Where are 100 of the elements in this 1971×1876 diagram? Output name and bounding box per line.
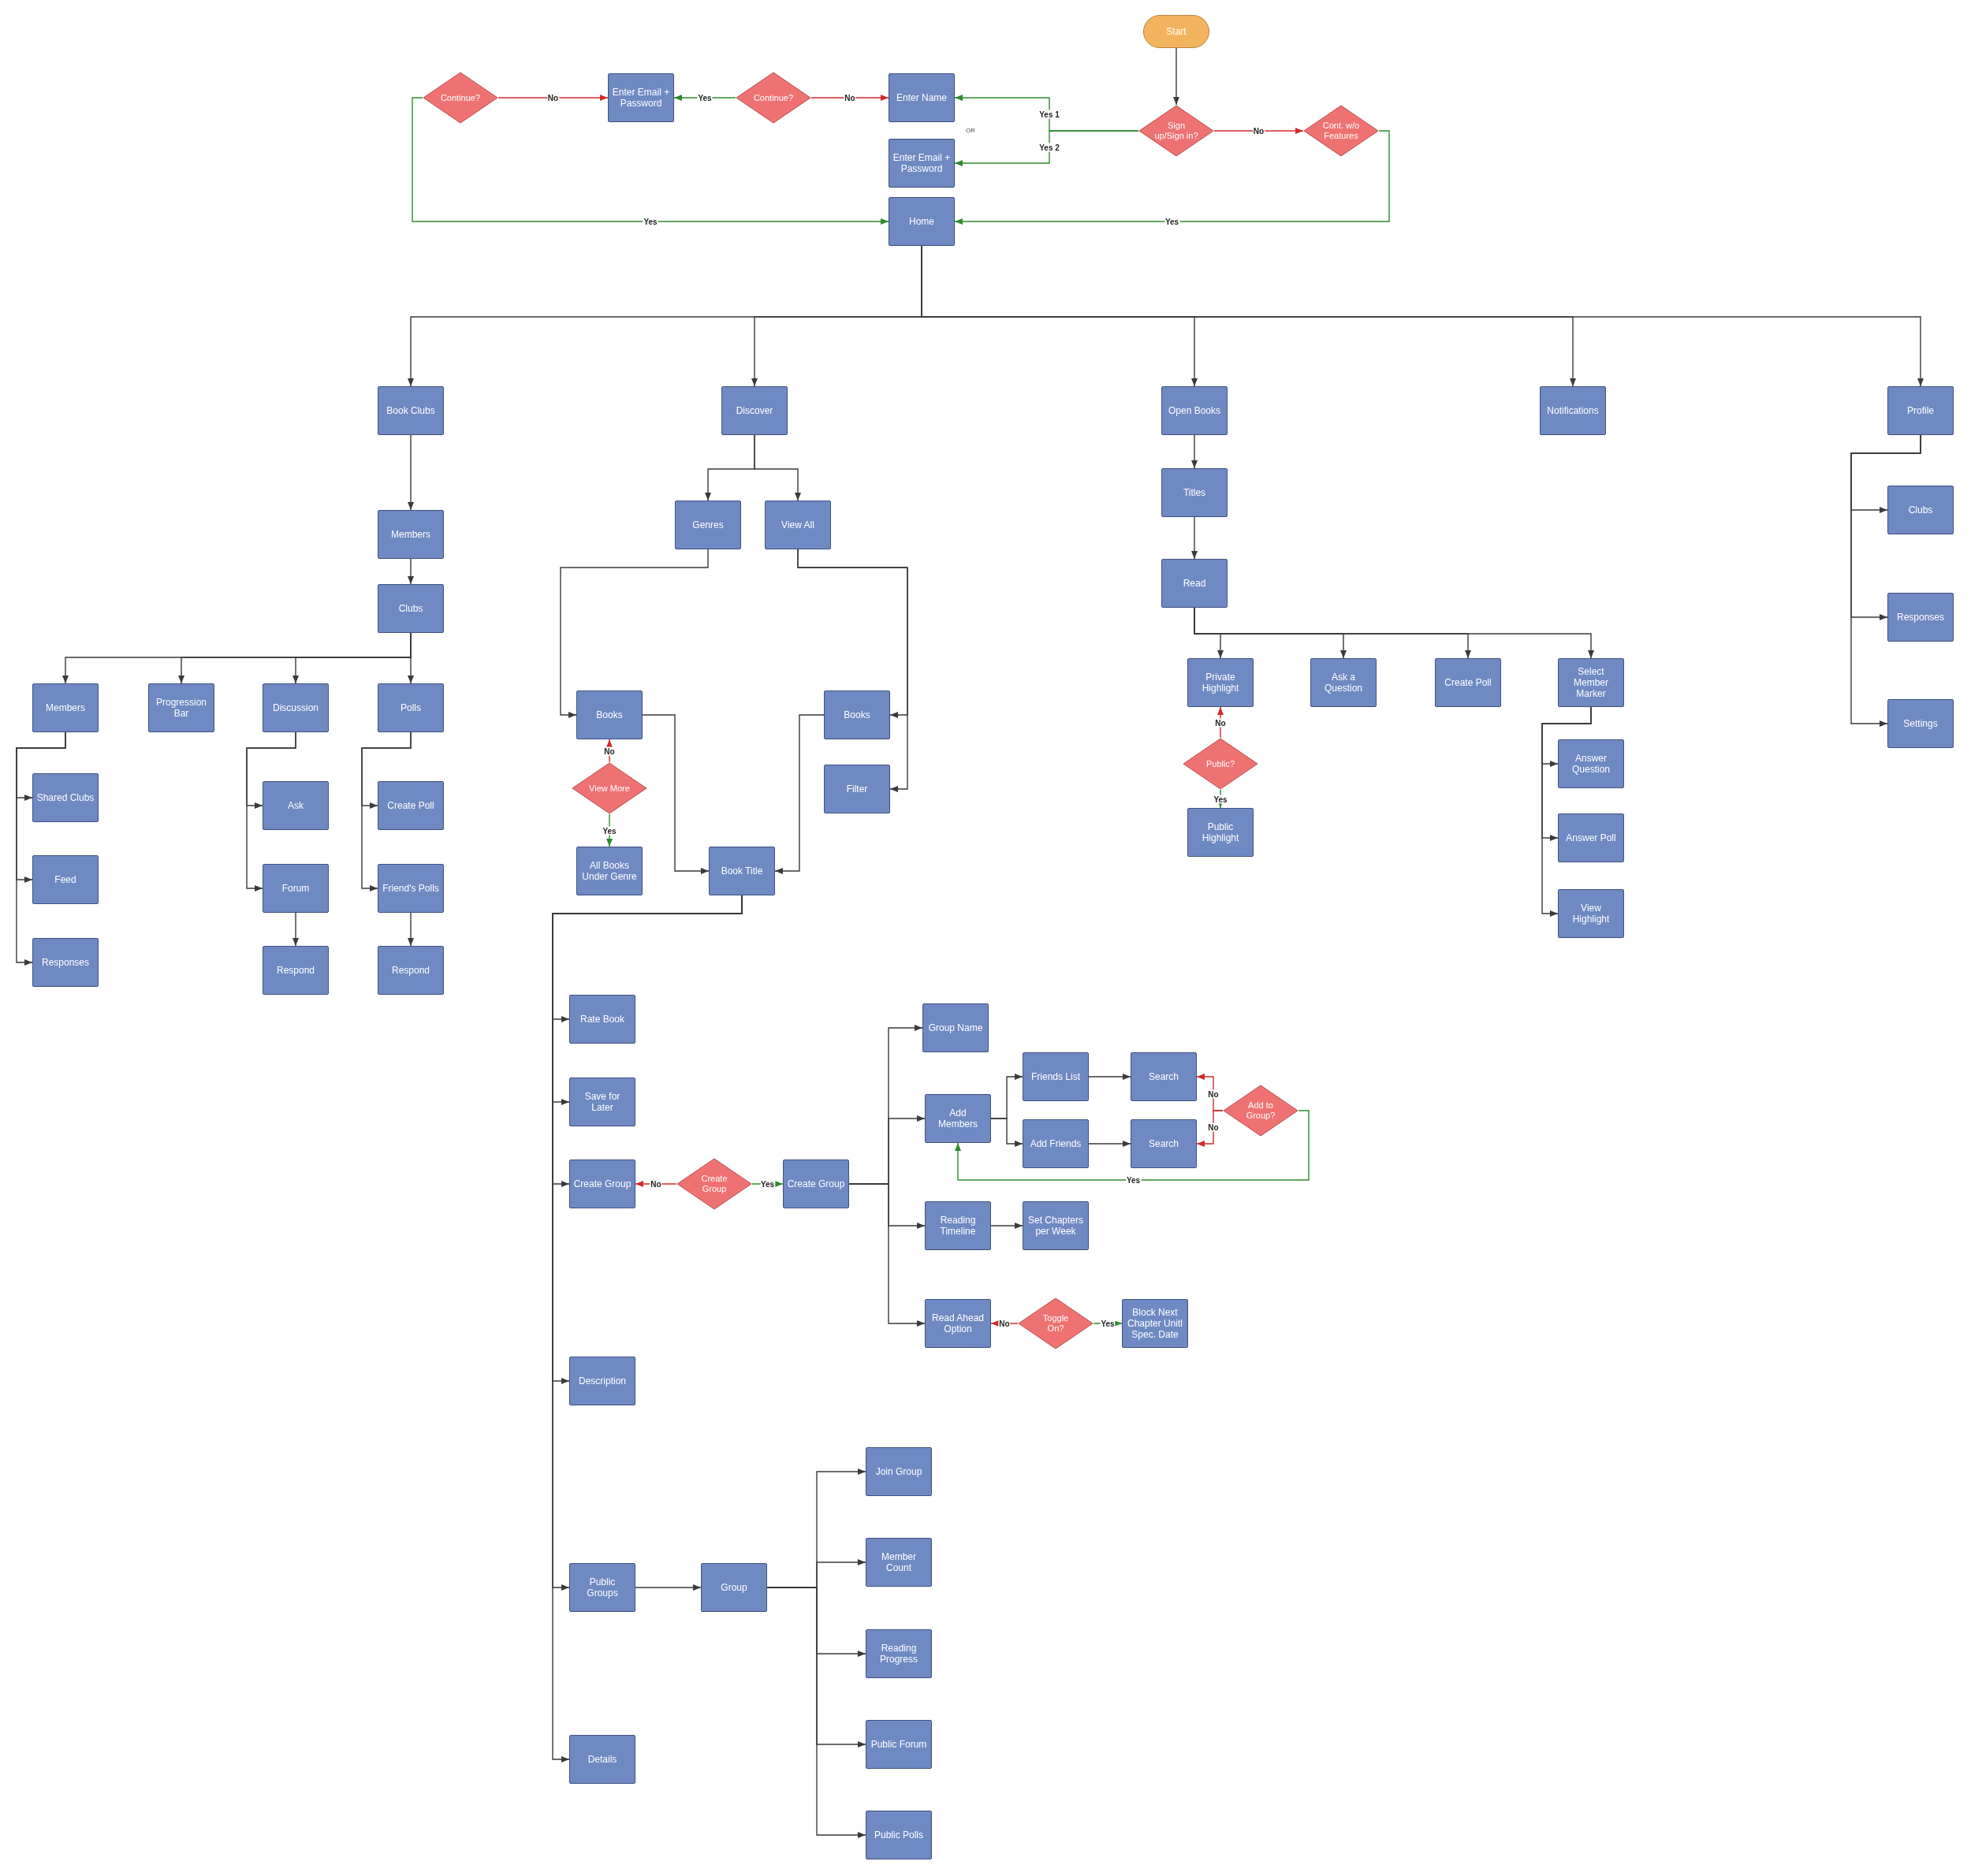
process-box: Clubs: [378, 584, 444, 633]
connector-arrow: [1213, 128, 1304, 134]
edge-label: No: [1207, 1089, 1220, 1098]
process-box: Home: [889, 197, 955, 246]
process-box: Responses: [1887, 593, 1954, 642]
edge-label: Yes: [602, 826, 617, 835]
process-box: Enter Email + Password: [889, 139, 955, 188]
connector-arrow: [1217, 706, 1224, 739]
process-box: Group Name: [922, 1003, 989, 1052]
process-box: Rate Book: [569, 995, 635, 1044]
connector-arrow: [955, 1110, 1310, 1181]
edge-label: No: [998, 1319, 1011, 1328]
connector-arrow: [797, 549, 908, 792]
process-box: Ask a Question: [1310, 658, 1377, 707]
process-box: View All: [765, 501, 831, 549]
process-box: Answer Question: [1558, 739, 1624, 788]
process-box: Add Members: [925, 1094, 991, 1143]
decision-diamond: Add to Group?: [1223, 1085, 1298, 1137]
connector-arrow: [642, 714, 710, 874]
process-box: Public Forum: [866, 1720, 932, 1769]
process-box: Group: [701, 1563, 767, 1612]
process-box: Reading Progress: [866, 1629, 932, 1678]
process-box: Forum: [263, 864, 329, 913]
connector-arrow: [635, 1584, 702, 1591]
connector-arrow: [560, 549, 709, 718]
connector-arrow: [1191, 434, 1198, 469]
process-box: Create Poll: [378, 781, 444, 830]
connector-arrow: [292, 912, 299, 947]
process-box: Discover: [721, 386, 788, 435]
connector-arrow: [606, 739, 613, 763]
edge-label: No: [546, 93, 560, 102]
process-box: Join Group: [866, 1447, 932, 1496]
process-box: Set Chapters per Week: [1023, 1201, 1089, 1250]
process-box: Books: [576, 690, 643, 739]
process-box: Polls: [378, 683, 444, 732]
decision-diamond: Cont. w/o Features: [1303, 105, 1379, 157]
start-terminal: Start: [1143, 15, 1209, 48]
connector-arrow: [848, 1183, 926, 1327]
process-box: Clubs: [1887, 486, 1954, 534]
process-box: Ask: [263, 781, 329, 830]
process-box: Book Clubs: [378, 386, 444, 435]
connector-arrow: [954, 130, 1390, 225]
connector-arrow: [754, 434, 801, 501]
connector-arrow: [1088, 1074, 1131, 1080]
process-box: Public Polls: [866, 1811, 932, 1859]
process-box: Respond: [263, 946, 329, 995]
process-box: All Books Under Genre: [576, 847, 643, 895]
process-box: Books: [824, 690, 890, 739]
connector-arrow: [635, 1181, 677, 1187]
decision-diamond: Sign up/Sign in?: [1138, 105, 1214, 157]
connector-arrow: [990, 1118, 1023, 1147]
process-box: Public Groups: [569, 1563, 635, 1612]
connector-arrow: [1173, 47, 1179, 106]
edge-label: Yes: [1125, 1175, 1142, 1185]
connector-arrow: [361, 731, 412, 891]
edge-label: Yes: [643, 217, 658, 226]
process-box: Enter Name: [889, 73, 955, 122]
decision-diamond: Toggle On?: [1018, 1297, 1094, 1349]
decision-diamond: Create Group: [676, 1158, 752, 1210]
connector-arrow: [246, 731, 296, 891]
process-box: Search: [1131, 1052, 1197, 1101]
process-box: Create Group: [783, 1159, 849, 1208]
process-box: Read: [1161, 559, 1228, 608]
process-box: Public Highlight: [1187, 808, 1254, 857]
process-box: Create Poll: [1435, 658, 1501, 707]
connector-arrow: [1850, 434, 1921, 727]
connector-arrow: [408, 434, 414, 511]
process-box: Open Books: [1161, 386, 1228, 435]
process-box: Book Title: [709, 847, 775, 895]
process-box: Titles: [1161, 468, 1228, 517]
edge-label: No: [650, 1179, 662, 1189]
edge-label: Yes: [697, 93, 713, 102]
edge-label: No: [603, 746, 616, 755]
connector-arrow: [408, 912, 414, 947]
process-box: Friend's Polls: [378, 864, 444, 913]
edge-label: Yes: [1100, 1319, 1116, 1328]
edge-label: Yes 1: [1038, 110, 1060, 119]
process-box: Progression Bar: [148, 683, 214, 732]
process-box: Notifications: [1540, 386, 1606, 435]
connector-arrow: [774, 714, 825, 874]
process-box: View Highlight: [1558, 889, 1624, 938]
process-box: Genres: [675, 501, 741, 549]
process-box: Add Friends: [1023, 1119, 1089, 1168]
process-box: Profile: [1887, 386, 1954, 435]
connector-arrow: [954, 130, 1139, 166]
connector-arrow: [497, 95, 609, 101]
process-box: Enter Email + Password: [608, 73, 674, 122]
process-box: Members: [378, 510, 444, 559]
decision-diamond: View More: [572, 762, 647, 814]
connector-arrow: [1196, 1110, 1224, 1147]
process-box: Member Count: [866, 1538, 932, 1587]
connector-arrow: [1541, 706, 1592, 917]
process-box: Search: [1131, 1119, 1197, 1168]
process-box: Description: [569, 1357, 635, 1405]
process-box: Feed: [32, 855, 99, 904]
decision-diamond: Continue?: [736, 72, 811, 124]
edge-label: Yes: [759, 1179, 776, 1189]
process-box: Members: [32, 683, 99, 732]
connector-arrow: [408, 632, 414, 684]
process-box: Discussion: [263, 683, 329, 732]
